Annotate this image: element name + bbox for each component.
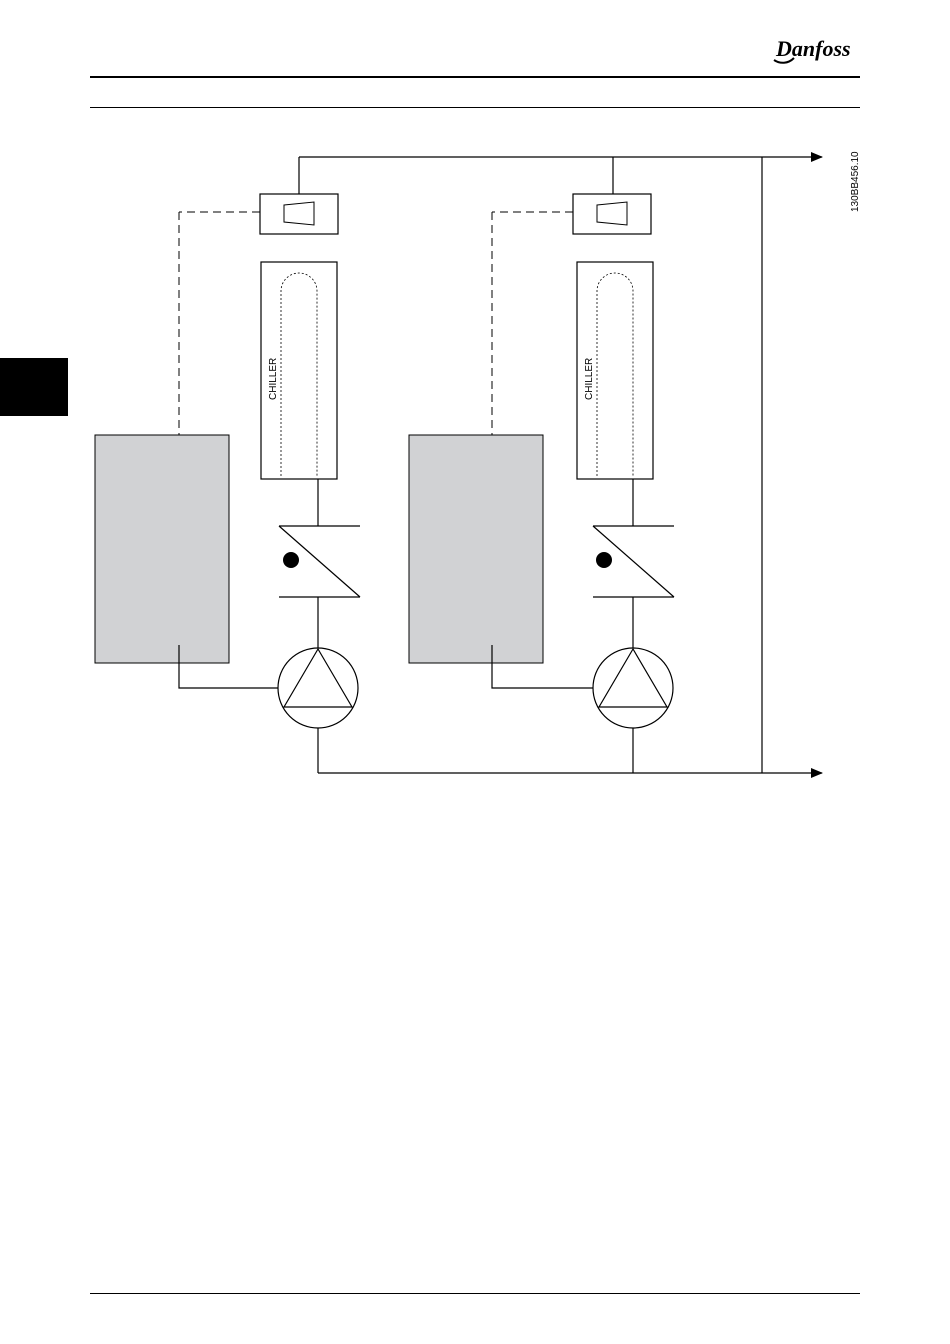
chiller-label-1: CHILLER bbox=[268, 358, 279, 400]
check-valve-2 bbox=[593, 526, 674, 597]
pump-1 bbox=[278, 648, 358, 728]
controller-2 bbox=[409, 435, 543, 663]
drawing-code: 130BB456.10 bbox=[850, 151, 861, 212]
controller-1 bbox=[95, 435, 229, 663]
unit-2: CHILLER bbox=[409, 157, 674, 773]
unit-1: CHILLER bbox=[95, 157, 360, 773]
check-valve-1 bbox=[279, 526, 360, 597]
pump-2 bbox=[593, 648, 673, 728]
chiller-label-2: CHILLER bbox=[584, 358, 595, 400]
check-valve-ball-icon bbox=[283, 552, 299, 568]
check-valve-ball-icon bbox=[596, 552, 612, 568]
flow-meter-icon bbox=[284, 202, 314, 225]
flow-meter-icon bbox=[597, 202, 627, 225]
